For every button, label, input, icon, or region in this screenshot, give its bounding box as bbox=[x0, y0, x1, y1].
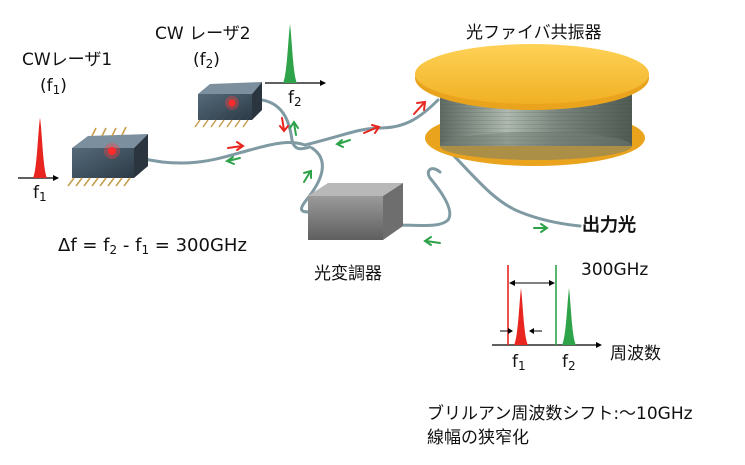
fiber-laser1 bbox=[138, 141, 307, 165]
fiber-network bbox=[138, 98, 582, 228]
modulator-label: 光変調器 bbox=[314, 264, 382, 284]
green-arrow bbox=[423, 236, 441, 246]
laser1-chip bbox=[67, 126, 148, 187]
red-arrow bbox=[279, 117, 289, 133]
laser2-axis-label: f2 bbox=[288, 88, 302, 109]
green-arrow bbox=[335, 139, 351, 148]
laser1-spectrum bbox=[18, 118, 59, 181]
red-arrow bbox=[413, 100, 427, 115]
output-spectrum bbox=[492, 265, 602, 348]
laser1-axis-label: f1 bbox=[33, 183, 47, 204]
laser2-chip bbox=[194, 82, 262, 128]
laser1-title: CWレーザ1 bbox=[22, 50, 113, 70]
fiber-modulator-out bbox=[393, 167, 452, 228]
frequency-equation: Δf = f2 - f1 = 300GHz bbox=[58, 235, 247, 258]
laser2-peak bbox=[283, 24, 297, 83]
resonator-label: 光ファイバ共振器 bbox=[466, 23, 602, 43]
spectrum-f1-label: f1 bbox=[512, 352, 526, 373]
green-arrow bbox=[289, 120, 299, 136]
fiber-laser2 bbox=[260, 98, 312, 151]
output-label: 出力光 bbox=[582, 215, 636, 236]
spectrum-f2-label: f2 bbox=[562, 352, 576, 373]
green-arrow bbox=[533, 223, 549, 233]
fiber-resonator bbox=[415, 44, 649, 166]
brillouin-note: ブリルアン周波数シフト:～10GHz bbox=[427, 404, 693, 424]
fiber-output bbox=[436, 138, 582, 228]
green-arrow bbox=[303, 169, 312, 183]
fiber-to-resonator bbox=[303, 98, 440, 147]
signal-arrows bbox=[224, 100, 549, 246]
laser2-freq: (f2) bbox=[193, 50, 220, 71]
frequency-axis-label: 周波数 bbox=[610, 344, 661, 364]
linewidth-note: 線幅の狭窄化 bbox=[427, 428, 529, 448]
laser2-title: CW レーザ2 bbox=[155, 24, 251, 44]
laser1-freq: (f1) bbox=[40, 76, 67, 97]
laser2-spectrum bbox=[265, 24, 326, 86]
brillouin-peak-green bbox=[562, 288, 576, 345]
red-arrow bbox=[227, 141, 245, 151]
red-arrow bbox=[363, 124, 381, 134]
spacing-label: 300GHz bbox=[581, 260, 649, 280]
laser1-peak bbox=[33, 118, 47, 178]
brillouin-peak-red bbox=[514, 288, 528, 345]
green-arrow bbox=[224, 156, 241, 165]
optical-modulator bbox=[308, 183, 403, 240]
